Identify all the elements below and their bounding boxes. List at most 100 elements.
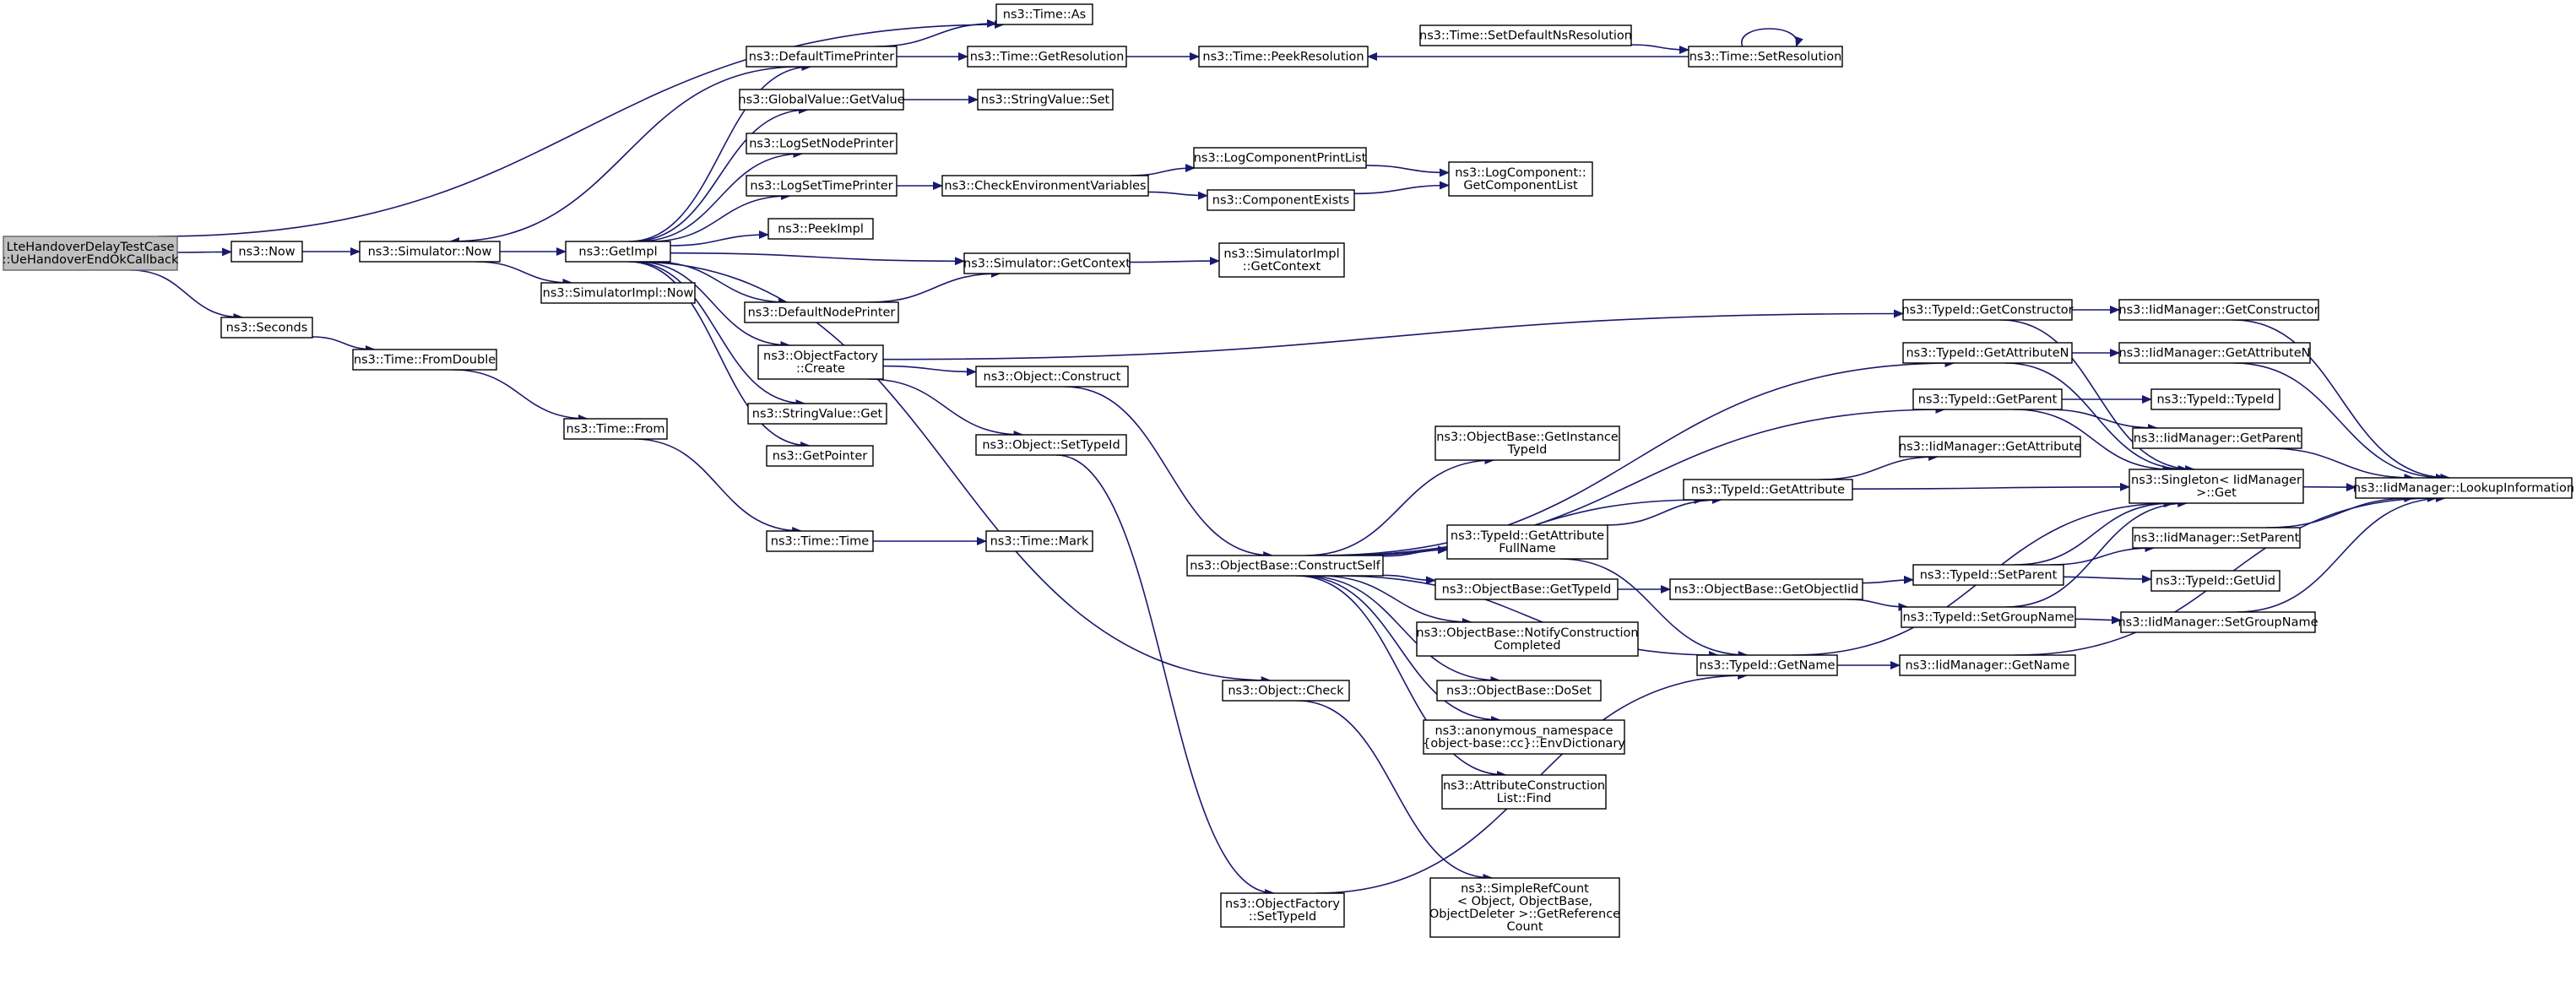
node-box — [1434, 425, 1620, 461]
node-label: ns3::TypeId::GetAttribute — [1451, 529, 1604, 543]
node-box — [995, 3, 1093, 25]
node-envDictionary[interactable]: ns3::anonymous_namespace{object-base::cc… — [1423, 719, 1625, 755]
node-iidGetName[interactable]: ns3::IidManager::GetName — [1899, 654, 2076, 676]
node-box — [766, 445, 874, 467]
node-globalGetValue[interactable]: ns3::GlobalValue::GetValue — [738, 89, 905, 111]
node-logCompPrint[interactable]: ns3::LogComponentPrintList — [1193, 147, 1367, 169]
node-timeMark[interactable]: ns3::Time::Mark — [985, 530, 1093, 552]
node-root[interactable]: LteHandoverDelayTestCase::UeHandoverEndO… — [3, 236, 179, 271]
node-label: ns3::CheckEnvironmentVariables — [944, 180, 1146, 193]
node-iidSetParent[interactable]: ns3::IidManager::SetParent — [2132, 527, 2301, 549]
edge-getAttrFullName-to-tidGetName — [1559, 558, 1749, 659]
node-tidGetAttributeN[interactable]: ns3::TypeId::GetAttributeN — [1902, 342, 2073, 364]
node-objFactoryCreate[interactable]: ns3::ObjectFactory::Create — [757, 344, 884, 380]
node-box — [2118, 299, 2319, 321]
node-label: ns3::GetImpl — [578, 246, 657, 259]
edge-simGetContext-to-simImplGetContext — [1129, 257, 1220, 266]
node-tidGetName[interactable]: ns3::TypeId::GetName — [1696, 654, 1838, 676]
node-iidGetConstructor[interactable]: ns3::IidManager::GetConstructor — [2118, 299, 2319, 321]
node-singletonGet[interactable]: ns3::Singleton< IidManager >::Get — [2129, 469, 2304, 504]
node-box — [1419, 24, 1632, 46]
edge-simNow-to-simImplNow — [475, 261, 573, 287]
edge-fromDouble-to-timeFrom — [453, 369, 588, 423]
node-constructSelf[interactable]: ns3::ObjectBase::ConstructSelf — [1186, 555, 1384, 577]
node-simImplGetContext[interactable]: ns3::SimulatorImpl::GetContext — [1218, 242, 1345, 278]
node-objCheck[interactable]: ns3::Object::Check — [1222, 680, 1350, 702]
node-simNow[interactable]: ns3::Simulator::Now — [359, 241, 501, 263]
node-getResolution[interactable]: ns3::Time::GetResolution — [967, 46, 1127, 68]
node-tidSetGroupName[interactable]: ns3::TypeId::SetGroupName — [1901, 606, 2076, 628]
node-iidLookup[interactable]: ns3::IidManager::LookupInformation — [2353, 477, 2574, 499]
node-fromDouble[interactable]: ns3::Time::FromDouble — [352, 349, 497, 371]
node-label: ns3::Seconds — [226, 322, 308, 335]
node-tidGetConstructor[interactable]: ns3::TypeId::GetConstructor — [1901, 299, 2074, 321]
node-getObjectIid[interactable]: ns3::ObjectBase::GetObjectIid — [1669, 578, 1863, 600]
node-box — [746, 133, 898, 154]
node-label: ns3::ObjectBase::NotifyConstruction — [1416, 626, 1638, 640]
node-peekResolution[interactable]: ns3::Time::PeekResolution — [1198, 46, 1369, 68]
node-logCompGetList[interactable]: ns3::LogComponent::GetComponentList — [1448, 161, 1593, 197]
node-box — [1902, 342, 2073, 364]
node-stringGet[interactable]: ns3::StringValue::Get — [747, 403, 887, 425]
node-simGetContext[interactable]: ns3::Simulator::GetContext — [963, 252, 1131, 274]
node-timeFrom[interactable]: ns3::Time::From — [563, 418, 668, 440]
node-timeTime[interactable]: ns3::Time::Time — [766, 530, 874, 552]
node-box — [985, 530, 1093, 552]
node-box — [746, 46, 898, 68]
edge-iidSetGroupName-to-iidLookup — [2236, 494, 2446, 613]
node-objFactorySetTypeId[interactable]: ns3::ObjectFactory::SetTypeId — [1220, 892, 1345, 928]
node-box — [1441, 774, 1607, 810]
node-logSetTime[interactable]: ns3::LogSetTimePrinter — [746, 175, 898, 197]
node-tidSetParent[interactable]: ns3::TypeId::SetParent — [1912, 564, 2064, 586]
node-label: >::Get — [2196, 486, 2237, 500]
edge-iidGetAttributeN-to-iidLookup — [2233, 362, 2446, 482]
node-doSet[interactable]: ns3::ObjectBase::DoSet — [1436, 680, 1602, 702]
node-timeAs[interactable]: ns3::Time::As — [995, 3, 1093, 25]
node-now[interactable]: ns3::Now — [230, 241, 303, 263]
node-tidGetUid[interactable]: ns3::TypeId::GetUid — [2150, 570, 2280, 592]
node-peekImpl[interactable]: ns3::PeekImpl — [767, 218, 874, 240]
node-logSetNode[interactable]: ns3::LogSetNodePrinter — [746, 133, 898, 154]
node-tidGetParent[interactable]: ns3::TypeId::GetParent — [1912, 388, 2063, 410]
node-setDefaultNs[interactable]: ns3::Time::SetDefaultNsResolution — [1419, 24, 1632, 46]
node-label: ns3::ObjectBase::ConstructSelf — [1190, 560, 1380, 573]
node-setResolution[interactable]: ns3::Time::SetResolution — [1688, 46, 1843, 68]
node-simpleRefCount[interactable]: ns3::SimpleRefCount< Object, ObjectBase,… — [1429, 877, 1620, 938]
node-defNodePrinter[interactable]: ns3::DefaultNodePrinter — [744, 301, 899, 323]
node-getImpl[interactable]: ns3::GetImpl — [565, 241, 671, 263]
edge-tidGetParent-to-singletonGet — [2014, 409, 2173, 474]
node-iidGetAttributeN[interactable]: ns3::IidManager::GetAttributeN — [2118, 342, 2311, 364]
node-obGetTypeId[interactable]: ns3::ObjectBase::GetTypeId — [1434, 578, 1619, 600]
node-iidGetParent[interactable]: ns3::IidManager::GetParent — [2132, 427, 2302, 449]
node-tidTypeId[interactable]: ns3::TypeId::TypeId — [2150, 388, 2280, 410]
edge-objCheck-to-simpleRefCount — [1297, 700, 1494, 882]
node-box — [2355, 477, 2573, 499]
edge-constructSelf-to-attrConstructionFind — [1295, 575, 1507, 779]
node-objSetTypeId[interactable]: ns3::Object::SetTypeId — [975, 434, 1127, 456]
node-notifyConstruction[interactable]: ns3::ObjectBase::NotifyConstructionCompl… — [1416, 621, 1639, 657]
edge-setResolution-to-setResolution — [1741, 28, 1803, 47]
node-stringSet[interactable]: ns3::StringValue::Set — [977, 89, 1114, 111]
edge-objFactoryCreate-to-objConstruct — [882, 365, 977, 377]
node-iidGetAttribute[interactable]: ns3::IidManager::GetAttribute — [1899, 436, 2081, 458]
node-box — [1899, 436, 2081, 458]
node-box — [563, 418, 668, 440]
node-simImplNow[interactable]: ns3::SimulatorImpl::Now — [540, 282, 696, 304]
node-box — [941, 175, 1149, 197]
edge-getImpl-to-logSetTime — [649, 192, 791, 242]
node-iidSetGroupName[interactable]: ns3::IidManager::SetGroupName — [2118, 611, 2318, 633]
node-objConstruct[interactable]: ns3::Object::Construct — [975, 366, 1129, 388]
node-getPointer[interactable]: ns3::GetPointer — [766, 445, 874, 467]
node-compExists[interactable]: ns3::ComponentExists — [1207, 189, 1355, 211]
node-defTimePrinter[interactable]: ns3::DefaultTimePrinter — [746, 46, 898, 68]
node-checkEnv[interactable]: ns3::CheckEnvironmentVariables — [941, 175, 1149, 197]
node-seconds[interactable]: ns3::Seconds — [220, 317, 313, 339]
node-label: ns3::ObjectBase::GetTypeId — [1442, 583, 1612, 597]
edge-constructSelf-to-envDictionary — [1299, 575, 1502, 724]
node-tidGetAttribute[interactable]: ns3::TypeId::GetAttribute — [1683, 479, 1853, 501]
node-box — [1218, 242, 1345, 278]
